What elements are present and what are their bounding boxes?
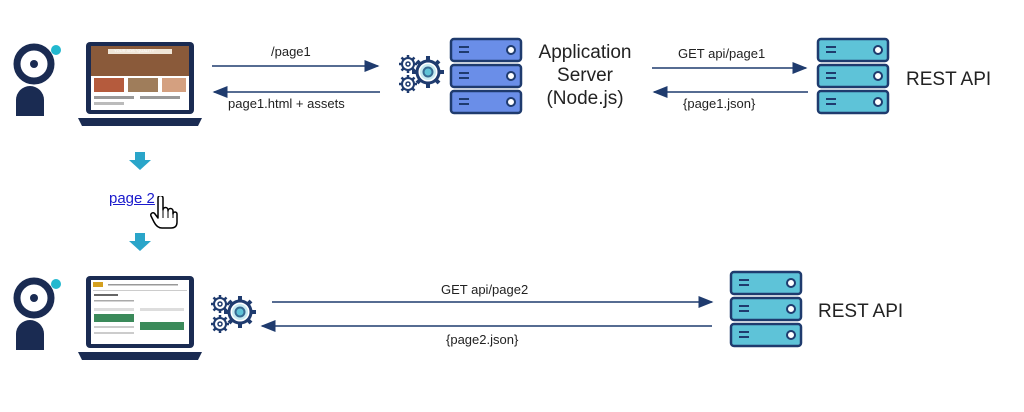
api-response-arrow [652,86,808,98]
user-icon [12,42,72,124]
request-label: /page1 [271,44,311,59]
down-arrow-icon [129,152,151,170]
response-label: page1.html + assets [228,96,345,111]
api-response-arrow [260,320,712,332]
api-response-label: {page1.json} [683,96,756,111]
server-icon [449,37,523,115]
api-request-label: GET api/page2 [441,282,529,297]
page-2-link[interactable]: page 2 [109,190,155,207]
rest-api-label: REST API [906,69,992,90]
down-arrow-icon [129,233,151,251]
gears-icon [209,293,258,335]
laptop-icon [78,42,202,126]
laptop-icon [78,276,202,360]
gears-icon [397,53,446,95]
app-server-label-line1: Application [538,42,632,63]
api-request-arrow [652,62,808,74]
server-icon [816,37,890,115]
api-request-label: GET api/page1 [678,46,766,61]
rest-api-label: REST API [818,301,904,322]
browser-screen-title: YOUR ADS "QUALITY" [114,48,156,53]
app-server-label-line2: Server [557,65,613,86]
request-arrow [212,60,380,72]
app-server-label-line3: (Node.js) [546,88,624,109]
hand-cursor-icon [150,196,178,229]
user-icon [12,276,72,358]
api-request-arrow [272,296,714,308]
api-response-label: {page2.json} [446,332,519,347]
app-server-label: Application Server (Node.js) [530,41,640,110]
server-icon [729,270,803,348]
response-arrow [212,86,380,98]
